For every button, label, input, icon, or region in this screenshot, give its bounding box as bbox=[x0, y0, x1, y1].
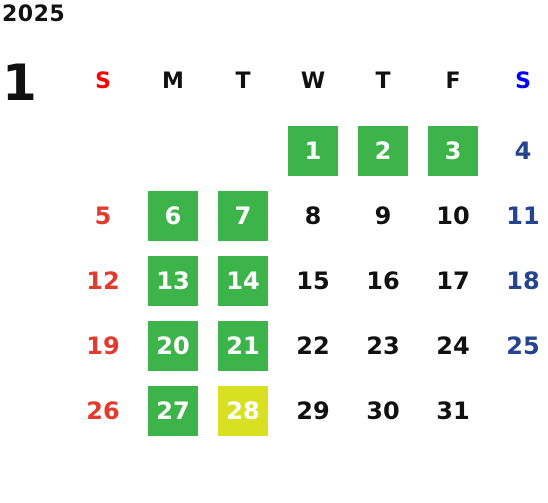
day-number: 30 bbox=[366, 396, 400, 425]
day-number: 8 bbox=[304, 201, 322, 230]
day-number: 28 bbox=[218, 385, 268, 436]
calendar-day[interactable]: 27 bbox=[138, 378, 208, 443]
day-number: 13 bbox=[148, 255, 198, 306]
day-number: 26 bbox=[86, 396, 120, 425]
day-number: 20 bbox=[148, 320, 198, 371]
calendar-year: 2025 bbox=[2, 2, 66, 27]
calendar-day[interactable]: 3 bbox=[418, 118, 488, 183]
calendar-day[interactable]: 9 bbox=[348, 183, 418, 248]
day-number: 25 bbox=[506, 331, 540, 360]
calendar-day[interactable]: 14 bbox=[208, 248, 278, 313]
day-number: 31 bbox=[436, 396, 470, 425]
day-number: 12 bbox=[86, 266, 120, 295]
day-number: 27 bbox=[148, 385, 198, 436]
day-number: 6 bbox=[148, 190, 198, 241]
day-number: 7 bbox=[218, 190, 268, 241]
calendar-day[interactable]: 20 bbox=[138, 313, 208, 378]
calendar-day[interactable]: 17 bbox=[418, 248, 488, 313]
day-number: 5 bbox=[94, 201, 112, 230]
calendar-day[interactable]: 21 bbox=[208, 313, 278, 378]
calendar-month: 1 bbox=[2, 54, 37, 112]
weekday-label: T bbox=[375, 68, 391, 94]
weekday-label: W bbox=[300, 68, 326, 94]
calendar-day[interactable]: 2 bbox=[348, 118, 418, 183]
calendar-day[interactable]: 30 bbox=[348, 378, 418, 443]
day-number: 1 bbox=[288, 125, 338, 176]
day-number: 16 bbox=[366, 266, 400, 295]
day-number: 23 bbox=[366, 331, 400, 360]
day-number: 11 bbox=[506, 201, 540, 230]
day-number: 22 bbox=[296, 331, 330, 360]
calendar-day[interactable]: 8 bbox=[278, 183, 348, 248]
day-number: 18 bbox=[506, 266, 540, 295]
calendar-day[interactable]: 7 bbox=[208, 183, 278, 248]
weekday-label: T bbox=[235, 68, 251, 94]
day-number: 29 bbox=[296, 396, 330, 425]
calendar-day[interactable]: 28 bbox=[208, 378, 278, 443]
weekday-label: F bbox=[445, 68, 461, 94]
calendar-day[interactable]: 18 bbox=[488, 248, 548, 313]
calendar-day[interactable]: 11 bbox=[488, 183, 548, 248]
calendar-day[interactable]: 31 bbox=[418, 378, 488, 443]
day-number: 17 bbox=[436, 266, 470, 295]
calendar-day[interactable]: 24 bbox=[418, 313, 488, 378]
day-number: 21 bbox=[218, 320, 268, 371]
calendar-day[interactable]: 5 bbox=[68, 183, 138, 248]
day-number: 10 bbox=[436, 201, 470, 230]
calendar-day[interactable]: 19 bbox=[68, 313, 138, 378]
day-number: 24 bbox=[436, 331, 470, 360]
calendar-day[interactable]: 4 bbox=[488, 118, 548, 183]
day-number: 15 bbox=[296, 266, 330, 295]
calendar-day[interactable]: 22 bbox=[278, 313, 348, 378]
calendar-day[interactable]: 12 bbox=[68, 248, 138, 313]
calendar-day[interactable]: 26 bbox=[68, 378, 138, 443]
calendar-day[interactable]: 6 bbox=[138, 183, 208, 248]
day-number: 19 bbox=[86, 331, 120, 360]
calendar-day[interactable]: 25 bbox=[488, 313, 548, 378]
weekday-label: M bbox=[162, 68, 184, 94]
calendar-day[interactable]: 23 bbox=[348, 313, 418, 378]
weekday-label: S bbox=[95, 68, 111, 94]
calendar-day[interactable]: 29 bbox=[278, 378, 348, 443]
calendar-day[interactable]: 10 bbox=[418, 183, 488, 248]
day-number: 14 bbox=[218, 255, 268, 306]
day-number: 2 bbox=[358, 125, 408, 176]
day-number: 3 bbox=[428, 125, 478, 176]
calendar-day[interactable]: 16 bbox=[348, 248, 418, 313]
weekday-label: S bbox=[515, 68, 531, 94]
day-number: 9 bbox=[374, 201, 392, 230]
calendar-day[interactable]: 15 bbox=[278, 248, 348, 313]
calendar-day[interactable]: 1 bbox=[278, 118, 348, 183]
day-number: 4 bbox=[514, 136, 532, 165]
calendar-day[interactable]: 13 bbox=[138, 248, 208, 313]
